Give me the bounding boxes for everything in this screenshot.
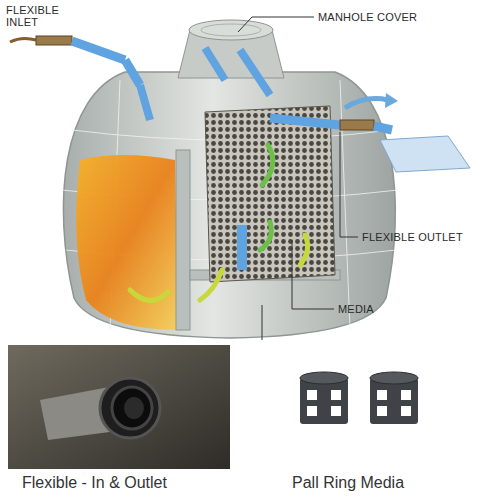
part-label: FLEXIBLE OUTLET	[362, 231, 463, 243]
caption-text: Flexible - In & Outlet	[22, 474, 167, 492]
part-label: MEDIA	[338, 303, 374, 315]
manhole-cover	[189, 20, 273, 40]
digestion-zone	[76, 155, 178, 330]
connector-photo	[8, 345, 230, 469]
part-label: FLEXIBLE INLET	[6, 4, 68, 28]
caption-text: Pall Ring Media	[292, 474, 404, 492]
outlet-plate	[380, 136, 470, 172]
media-block	[205, 106, 335, 282]
tank-body	[63, 72, 395, 338]
part-label: MANHOLE COVER	[318, 11, 417, 23]
pall-rings	[300, 372, 418, 424]
